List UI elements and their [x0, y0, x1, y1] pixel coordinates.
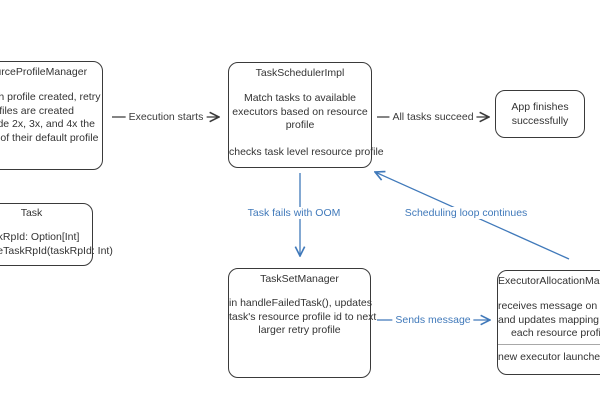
node-body: taskRpId: Option[Int] updateTaskRpId(tas…	[0, 231, 113, 258]
node-text-line: successfully	[511, 115, 569, 127]
arrow-label-all-tasks-succeed: All tasks succeed	[389, 111, 477, 123]
node-task-scheduler-impl: TaskSchedulerImpl Match tasks to availab…	[228, 62, 384, 168]
node-body: in handleFailedTask(), updates task's re…	[229, 297, 377, 338]
arrow-label-scheduling-loop-continues: Scheduling loop continues	[401, 207, 531, 219]
node-text-line: updateTaskRpId(taskRpId: Int)	[0, 244, 113, 257]
divider	[498, 343, 600, 345]
node-title: ResourceProfileManager	[0, 66, 88, 78]
node-body: With each profile created, retry profile…	[0, 91, 102, 145]
arrow-label-sends-message: Sends message	[392, 314, 474, 326]
node-text-line: each resource profile	[510, 327, 600, 339]
node-text-line: and updates mapping of tasks	[498, 313, 600, 326]
node-resource-profile-manager: ResourceProfileManager With each profile…	[0, 61, 103, 170]
node-text-line: larger retry profile	[258, 324, 341, 336]
node-text-line: receives message on failure	[498, 300, 600, 312]
node-executor-allocation-manager: ExecutorAllocationManager receives messa…	[497, 270, 600, 375]
node-text-line: With each profile created, retry	[0, 91, 101, 103]
node-body: Match tasks to available executors based…	[229, 92, 371, 133]
node-text-line: Match tasks to available	[243, 92, 357, 104]
node-text-line: checks task level resource profile	[229, 145, 384, 158]
node-text-line: profile	[285, 119, 315, 131]
node-text-line: in handleFailedTask(), updates	[229, 297, 373, 309]
node-text-line: task's resource profile id to next	[229, 310, 377, 323]
node-text-line: taskRpId: Option[Int]	[0, 231, 80, 243]
arrow-label-task-fails-oom: Task fails with OOM	[244, 207, 344, 219]
node-text-line: new executor launched if needed	[498, 350, 600, 363]
node-title: TaskSchedulerImpl	[255, 67, 345, 79]
node-title: TaskSetManager	[260, 273, 339, 285]
node-text-line: profiles are created	[0, 104, 74, 117]
node-title: Task	[20, 207, 43, 219]
arrow-label-execution-starts: Execution starts	[125, 111, 207, 123]
node-app-finishes: App finishes successfully	[495, 90, 585, 138]
node-title: ExecutorAllocationManager	[498, 275, 600, 287]
node-task-set-manager: TaskSetManager in handleFailedTask(), up…	[228, 268, 377, 378]
node-task: Task taskRpId: Option[Int] updateTaskRpI…	[0, 203, 113, 266]
node-text-line: executors based on resource	[232, 105, 368, 118]
node-text-line: App finishes	[511, 101, 569, 113]
node-text-line: memory of their default profile	[0, 131, 99, 144]
node-body: receives message on failure and updates …	[498, 300, 600, 341]
node-text-line: to provide 2x, 3x, and 4x the	[0, 118, 95, 130]
